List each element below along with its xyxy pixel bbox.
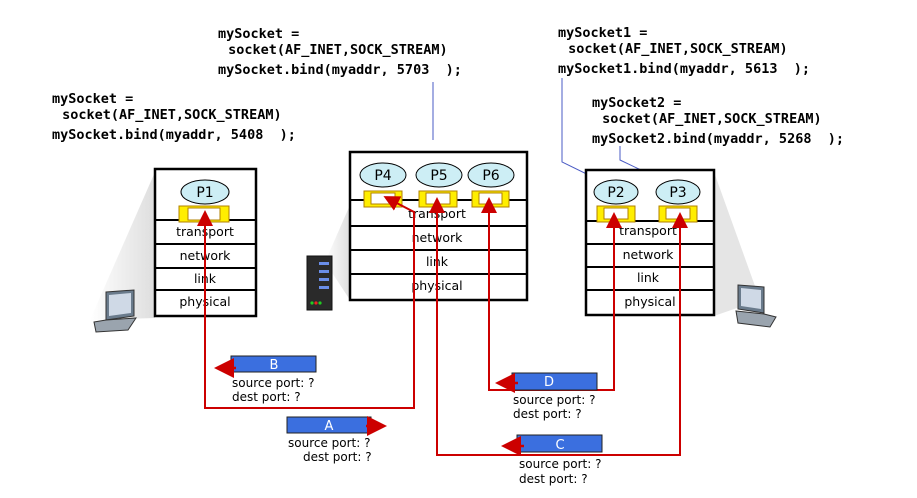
process-p5: P5 — [430, 168, 447, 184]
left-host-code: mySocket = socket(AF_INET,SOCK_STREAM) m… — [52, 91, 296, 143]
process-p1: P1 — [196, 185, 213, 201]
code-line: socket(AF_INET,SOCK_STREAM) — [560, 41, 788, 57]
code-line: mySocket2 = — [592, 95, 681, 111]
process-p4: P4 — [374, 168, 391, 184]
layer-physical: physical — [624, 294, 675, 309]
socket-icon — [363, 190, 403, 208]
source-port: source port: ? — [288, 436, 371, 450]
process-p3: P3 — [669, 185, 686, 201]
packet-a: A source port: ? dest port: ? — [286, 416, 387, 464]
code-line: mySocket = — [52, 91, 133, 107]
source-port: source port: ? — [519, 457, 602, 471]
packet-label: C — [555, 438, 564, 453]
server-code: mySocket = socket(AF_INET,SOCK_STREAM) m… — [218, 26, 462, 78]
right-host-stack: transport network link physical P2 P3 — [584, 168, 716, 317]
path-c — [436, 212, 688, 456]
socket-icon — [596, 205, 636, 223]
packet-label: A — [325, 419, 334, 434]
socket-icon — [471, 190, 510, 208]
packet-b: B source port: ? dest port: ? — [214, 355, 317, 404]
code-line: mySocket = — [218, 26, 299, 42]
layer-transport: transport — [619, 223, 677, 238]
code-line: socket(AF_INET,SOCK_STREAM) — [54, 107, 282, 123]
process-p6: P6 — [482, 168, 499, 184]
server-stack: transport network link physical P4 P5 P6 — [348, 150, 529, 302]
laptop-icon — [93, 289, 137, 333]
code-line: mySocket.bind(myaddr, 5703 ); — [218, 62, 462, 78]
code-line: mySocket1 = — [558, 25, 647, 41]
dest-port: dest port: ? — [303, 450, 372, 464]
layer-network: network — [623, 247, 675, 262]
packet-label: D — [544, 375, 554, 390]
packet-label: B — [270, 358, 279, 373]
source-port: source port: ? — [513, 393, 596, 407]
dest-port: dest port: ? — [513, 407, 582, 421]
packet-d: D source port: ? dest port: ? — [495, 372, 598, 421]
right-host-code-2: mySocket2 = socket(AF_INET,SOCK_STREAM) … — [592, 95, 844, 147]
path-b — [204, 196, 415, 409]
code-line: mySocket1.bind(myaddr, 5613 ); — [558, 61, 810, 77]
server-icon — [306, 255, 333, 311]
source-port: source port: ? — [232, 376, 315, 390]
packet-c: C source port: ? dest port: ? — [501, 434, 603, 486]
dest-port: dest port: ? — [232, 390, 301, 404]
code-line: mySocket.bind(myaddr, 5408 ); — [52, 127, 296, 143]
code-line: socket(AF_INET,SOCK_STREAM) — [220, 42, 448, 58]
right-host-code-1: mySocket1 = socket(AF_INET,SOCK_STREAM) … — [558, 25, 810, 77]
process-p2: P2 — [607, 185, 624, 201]
code-line: socket(AF_INET,SOCK_STREAM) — [594, 111, 822, 127]
socket-icon — [658, 205, 698, 223]
layer-link: link — [637, 270, 660, 285]
code-line: mySocket2.bind(myaddr, 5268 ); — [592, 131, 844, 147]
dest-port: dest port: ? — [519, 472, 588, 486]
laptop-icon — [735, 284, 777, 328]
